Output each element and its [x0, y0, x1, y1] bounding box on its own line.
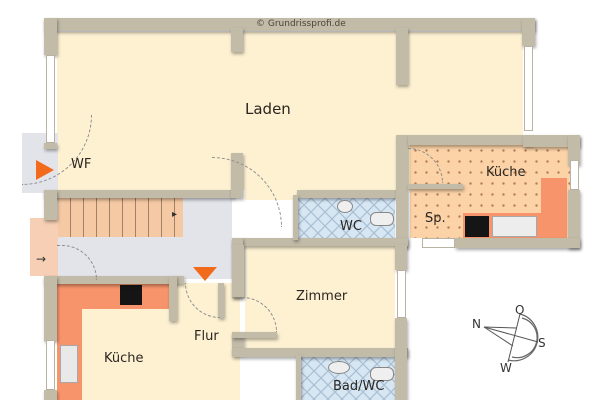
wall-wc-left [293, 195, 298, 240]
wall-kueche-right-lower [568, 190, 580, 248]
room-label-zimmer: Zimmer [296, 289, 348, 304]
wall-kueche-top [408, 135, 533, 145]
stove-right [465, 216, 489, 237]
compass-south: S [538, 336, 546, 350]
pillar-top-1 [231, 28, 243, 52]
wall-bad-left [296, 355, 301, 400]
wall-kueche-top-right [523, 135, 580, 147]
wall-stair-bottom [44, 276, 184, 284]
window-right-upper [524, 46, 533, 131]
wall-left-upper [44, 18, 57, 55]
staircase [58, 197, 183, 237]
wc-toilet-icon [370, 212, 394, 226]
stove-left [120, 285, 142, 305]
room-label-bad-wc: Bad/WC [333, 379, 385, 394]
window-kueche-right [570, 160, 579, 190]
entry-arrow-side-icon: → [36, 252, 47, 266]
pillar-top-2 [396, 28, 408, 85]
compass-east: O [515, 303, 525, 317]
wall-kueche-right [568, 135, 580, 165]
compass-north: N [472, 317, 481, 331]
laden-floor-lower-left [57, 150, 232, 195]
room-label-flur: Flur [194, 329, 219, 344]
wall-kueche-bottom [455, 238, 580, 248]
wc-basin-icon [337, 200, 353, 213]
entry-arrow-flur-icon [193, 267, 217, 281]
wall-zimmer-left-upper [232, 245, 244, 297]
compass-rose-icon [483, 313, 539, 363]
entry-vestibule [30, 218, 58, 276]
room-label-kueche-left: Küche [104, 351, 144, 366]
wall-left-bottom [44, 390, 57, 400]
bad-basin-icon [328, 361, 350, 374]
wall-stair-left [44, 190, 57, 220]
wall-wc-bottom [232, 238, 408, 246]
room-label-wc: WC [340, 219, 362, 234]
room-label-wf: WF [71, 157, 92, 172]
wall-zimmer-right [395, 245, 407, 270]
entry-arrow-wf-icon [36, 160, 54, 180]
copyright-text: © Grundrissprofi.de [256, 19, 346, 29]
wall-zimmer-stub [232, 332, 277, 338]
wall-top [44, 18, 535, 31]
sink-left [60, 345, 78, 383]
room-label-speisekammer: Sp. [425, 211, 446, 226]
compass-west: W [500, 361, 512, 375]
compass: N O S W [460, 300, 560, 380]
wall-kueche-left-right [169, 276, 177, 321]
wall-laden-bottom-mid [297, 190, 397, 198]
window-zimmer-right [397, 270, 406, 318]
wall-zimmer-bottom [232, 348, 408, 357]
window-left-lower [46, 340, 55, 390]
room-label-laden: Laden [245, 100, 291, 118]
wall-laden-bottom-left [44, 190, 234, 198]
sink-right [492, 216, 537, 237]
wall-speis-divider [408, 184, 463, 189]
wall-flur-divider [218, 283, 224, 318]
wall-left-lower [44, 276, 57, 341]
wall-right-upper [522, 18, 535, 46]
wall-wc-divider [396, 135, 408, 248]
wall-zimmer-right-lower [395, 318, 407, 400]
bad-toilet-icon [370, 367, 394, 381]
stair-direction-icon: ▸ [172, 209, 178, 220]
room-label-kueche-right: Küche [486, 165, 526, 180]
window-kueche-bottom [422, 238, 455, 248]
